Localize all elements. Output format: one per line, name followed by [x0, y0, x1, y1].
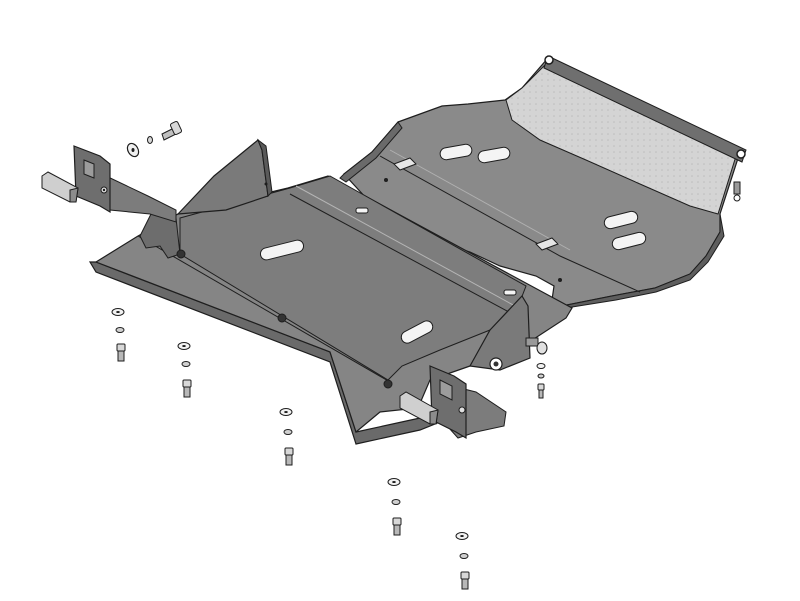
bracket-tab — [439, 379, 453, 401]
bolt-head — [537, 383, 545, 391]
hole — [558, 278, 562, 282]
bolt-head — [460, 571, 470, 580]
rear-plate-highlight — [295, 185, 527, 313]
hole — [384, 178, 388, 182]
right-mounting-bracket — [399, 365, 507, 440]
bolt-shank — [538, 389, 544, 399]
fastener-stack — [455, 532, 470, 590]
front-plate-left-edge — [339, 121, 403, 183]
front-plate-clips — [393, 157, 559, 251]
bracket-tab — [83, 159, 95, 179]
clip — [393, 157, 417, 171]
rear-skid-plate — [88, 138, 573, 445]
hole — [176, 249, 186, 259]
washer-hole — [131, 148, 135, 152]
bolt-head — [182, 379, 192, 388]
hole — [383, 379, 393, 389]
bracket-hole — [458, 406, 466, 414]
clip — [535, 237, 559, 251]
nut — [283, 429, 293, 435]
slot — [603, 210, 639, 230]
front-skid-plate — [339, 55, 747, 309]
nut — [181, 361, 191, 367]
slot — [259, 239, 305, 261]
clamp-plate-edge — [429, 409, 439, 425]
rear-plate-crease — [137, 235, 391, 383]
gusset-bolt — [525, 337, 548, 355]
rear-plate-holes — [176, 182, 503, 389]
hole — [277, 313, 287, 323]
left-mounting-bracket — [41, 121, 183, 223]
front-plate-slots — [439, 143, 647, 251]
rear-corner-bolt — [544, 55, 554, 65]
front-plate-highlight — [389, 149, 571, 251]
bolt-shank — [285, 454, 293, 466]
nut — [537, 373, 545, 379]
fastener-stack — [387, 478, 402, 536]
slot — [477, 146, 511, 164]
fastener-stack — [279, 408, 294, 466]
bolt-head — [116, 343, 126, 352]
fastener-stack — [177, 342, 192, 398]
bracket-upright — [73, 145, 111, 214]
bracket-upright — [429, 365, 467, 440]
bracket-arm — [103, 175, 177, 223]
slot — [400, 320, 434, 344]
slot — [355, 207, 369, 214]
bolt-head — [284, 447, 294, 456]
front-plate-rear-lip — [543, 55, 747, 163]
rear-plate-slots — [259, 207, 517, 344]
left-side-gusset-edge — [256, 138, 273, 198]
bolt-shank — [461, 578, 469, 590]
side-bolt — [733, 181, 741, 202]
slot — [439, 143, 473, 161]
slot — [611, 231, 647, 251]
rear-corner-bolt — [736, 149, 746, 159]
bolt — [161, 121, 183, 141]
nut — [147, 136, 153, 144]
hole — [264, 182, 268, 186]
bolt-head — [392, 517, 402, 526]
nut — [459, 553, 469, 559]
right-side-gusset — [469, 295, 531, 371]
front-plate-crease — [379, 155, 641, 293]
bolt-shank — [393, 524, 401, 536]
bolt-shank — [117, 350, 125, 362]
bolt-shank — [183, 386, 191, 398]
washer — [536, 363, 546, 369]
fastener-stack — [536, 363, 546, 399]
clamp-plate-edge — [69, 187, 79, 203]
fastener-stack — [111, 308, 126, 362]
hole — [493, 361, 499, 367]
nut — [391, 499, 401, 505]
nut — [115, 327, 125, 333]
rear-plate-crease — [289, 193, 521, 319]
slot — [503, 289, 517, 296]
